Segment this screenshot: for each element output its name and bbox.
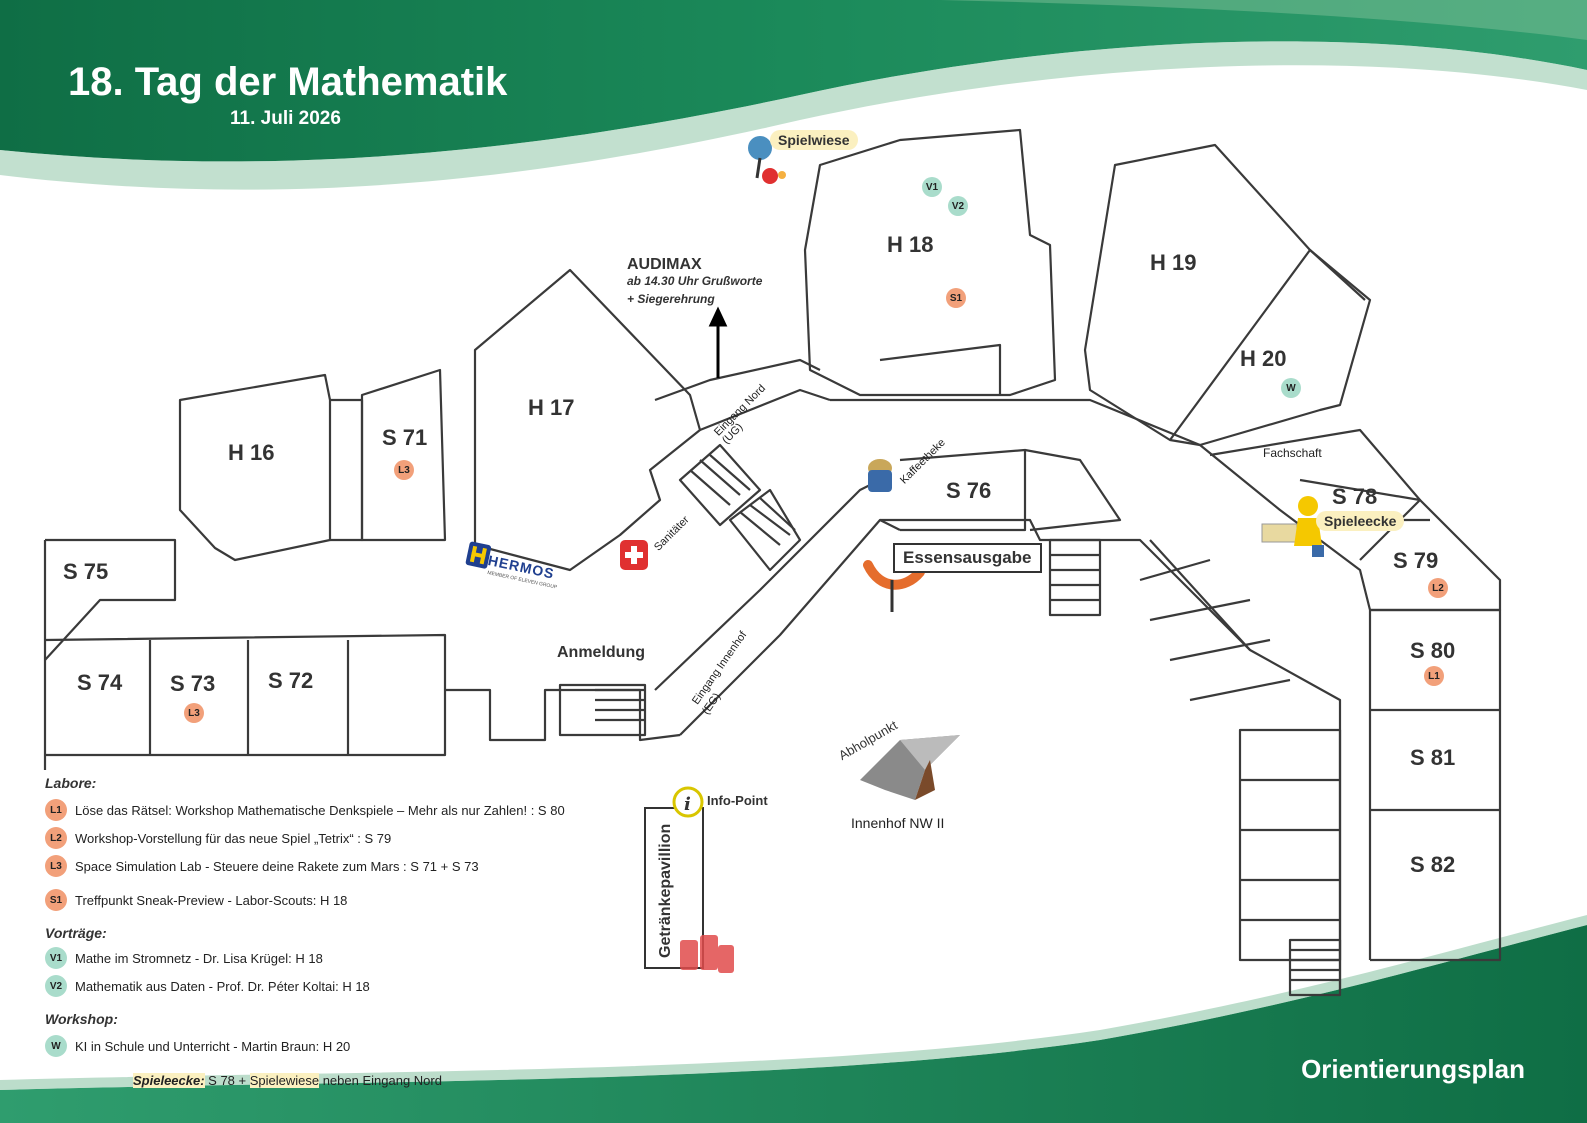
- room-s78: S 78: [1332, 484, 1378, 509]
- audimax-arrow-icon: [708, 306, 728, 378]
- legend-item-s1: S1 Treffpunkt Sneak-Preview - Labor-Scou…: [45, 889, 565, 911]
- info-point-label: Info-Point: [707, 793, 768, 808]
- legend-vortraege-head: Vorträge:: [45, 925, 107, 941]
- drinks-icon: [680, 935, 734, 973]
- room-s79: S 79: [1393, 548, 1439, 573]
- room-s72: S 72: [268, 668, 314, 693]
- legend-item-l3: L3 Space Simulation Lab - Steuere deine …: [45, 855, 565, 877]
- audimax-label: AUDIMAX: [627, 256, 702, 273]
- coffee-icon: [868, 459, 892, 492]
- room-s73: S 73: [170, 671, 216, 696]
- legend-item-v1: V1 Mathe im Stromnetz - Dr. Lisa Krügel:…: [45, 947, 565, 969]
- anmeldung-label: Anmeldung: [557, 644, 645, 661]
- audimax-note-1: ab 14.30 Uhr Grußworte: [627, 274, 763, 288]
- innenhof-label: Innenhof NW II: [851, 815, 945, 831]
- legend: Labore: L1 Löse das Rätsel: Workshop Mat…: [45, 775, 565, 1088]
- badge-l3-s73: L3: [184, 703, 204, 723]
- badge-l2: L2: [1428, 578, 1448, 598]
- badge-l3-s71: L3: [394, 460, 414, 480]
- room-h20: H 20: [1240, 346, 1287, 371]
- legend-item-l1: L1 Löse das Rätsel: Workshop Mathematisc…: [45, 799, 565, 821]
- room-s75: S 75: [63, 559, 109, 584]
- table-tennis-icon: [748, 136, 786, 184]
- badge-l1: L1: [1424, 666, 1444, 686]
- legend-workshop-head: Workshop:: [45, 1011, 118, 1027]
- svg-text:i: i: [684, 794, 691, 815]
- badge-s1: S1: [946, 288, 966, 308]
- badge-v1: V1: [922, 177, 942, 197]
- legend-item-w: W KI in Schule und Unterricht - Martin B…: [45, 1035, 565, 1057]
- sausage-icon: [863, 560, 925, 612]
- fachschaft-label: Fachschaft: [1263, 446, 1322, 460]
- spielwiese-tag: Spielwiese: [770, 130, 858, 150]
- room-s81: S 81: [1410, 745, 1456, 770]
- sculpture-icon: [860, 735, 960, 800]
- getraenkepavillion-label: Getränkepavillion: [657, 823, 674, 958]
- legend-item-v2: V2 Mathematik aus Daten - Prof. Dr. Péte…: [45, 975, 565, 997]
- badge-v2: V2: [948, 196, 968, 216]
- event-date: 11. Juli 2026: [230, 108, 341, 129]
- essensausgabe-sign: Essensausgabe: [893, 543, 1042, 573]
- room-s76: S 76: [946, 478, 992, 503]
- spieleecke-tag: Spieleecke: [1316, 511, 1405, 531]
- legend-item-l2: L2 Workshop-Vorstellung für das neue Spi…: [45, 827, 565, 849]
- badge-w: W: [1281, 378, 1301, 398]
- game-piece-icon: [1261, 496, 1324, 557]
- sponsor-logo: [465, 541, 492, 569]
- audimax-note-2: + Siegerehrung: [627, 292, 715, 306]
- legend-note: Spieleecke: S 78 + Spielewiese neben Ein…: [133, 1073, 442, 1088]
- room-h19: H 19: [1150, 250, 1197, 275]
- page-title: 18. Tag der Mathematik: [68, 60, 508, 104]
- room-h17: H 17: [528, 395, 575, 420]
- room-h18: H 18: [887, 232, 934, 257]
- footer-title: Orientierungsplan: [1301, 1054, 1525, 1084]
- info-icon: i: [672, 786, 704, 818]
- room-s74: S 74: [77, 670, 123, 695]
- room-s82: S 82: [1410, 852, 1456, 877]
- room-s80: S 80: [1410, 638, 1456, 663]
- room-h16: H 16: [228, 440, 275, 465]
- first-aid-icon: [620, 540, 648, 570]
- room-s71: S 71: [382, 425, 428, 450]
- legend-labore-head: Labore:: [45, 775, 97, 791]
